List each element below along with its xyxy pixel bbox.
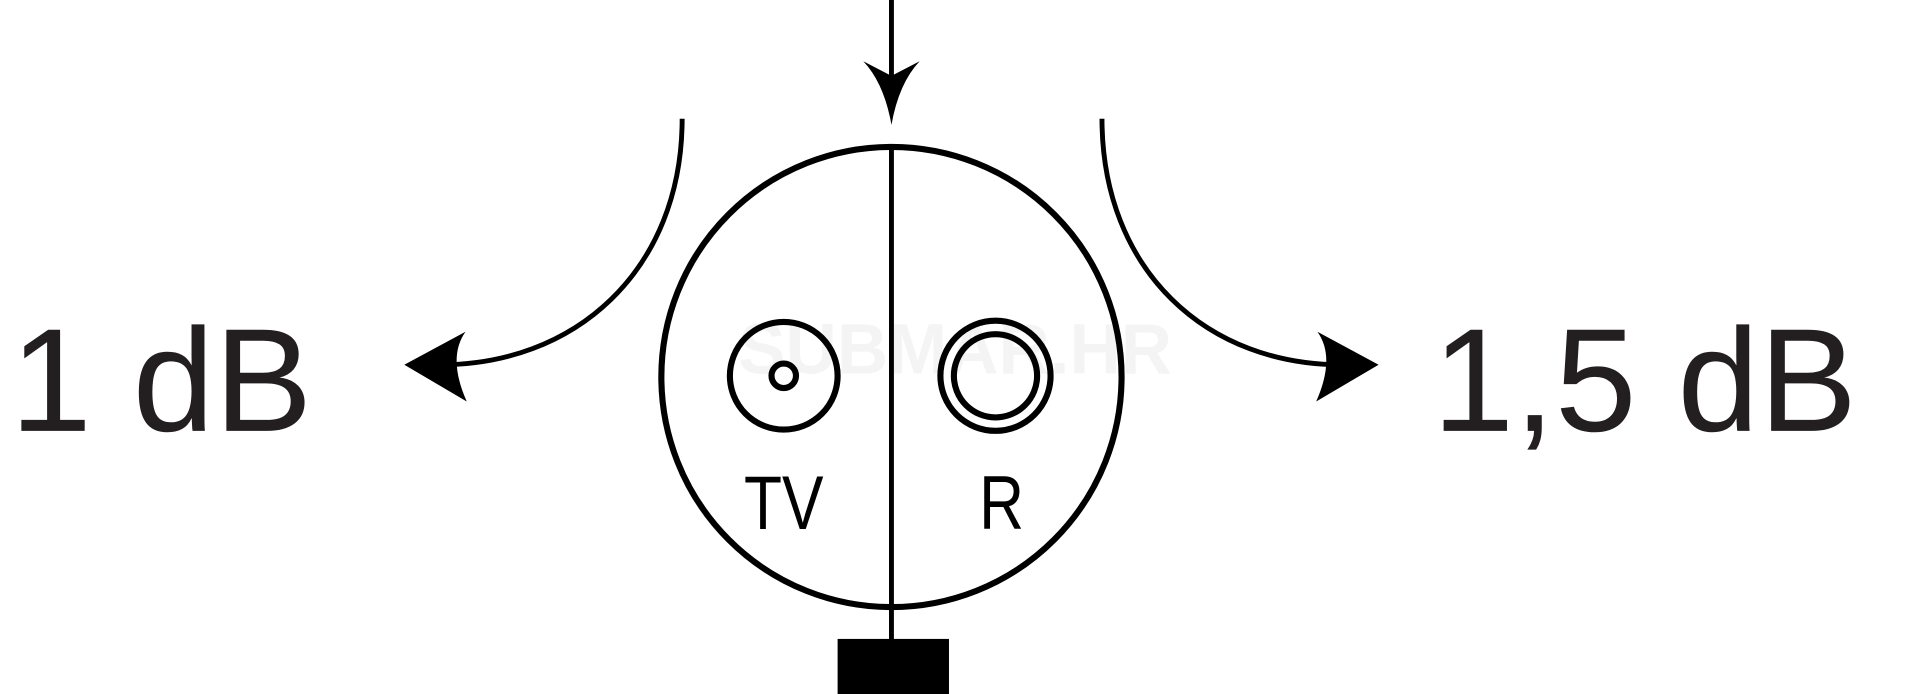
right-loss-label: 1,5 dB — [1432, 299, 1857, 463]
cable-connector-block — [837, 638, 949, 694]
left-loss-arrow — [404, 118, 685, 402]
input-arrow — [863, 0, 920, 125]
right-loss-arrow — [1099, 118, 1379, 402]
radio-port-icon — [937, 317, 1054, 434]
left-loss-label: 1 dB — [10, 299, 312, 463]
tv-port-icon — [726, 318, 841, 433]
tv-port-label: TV — [744, 460, 824, 545]
radio-port-label: R — [979, 460, 1024, 545]
